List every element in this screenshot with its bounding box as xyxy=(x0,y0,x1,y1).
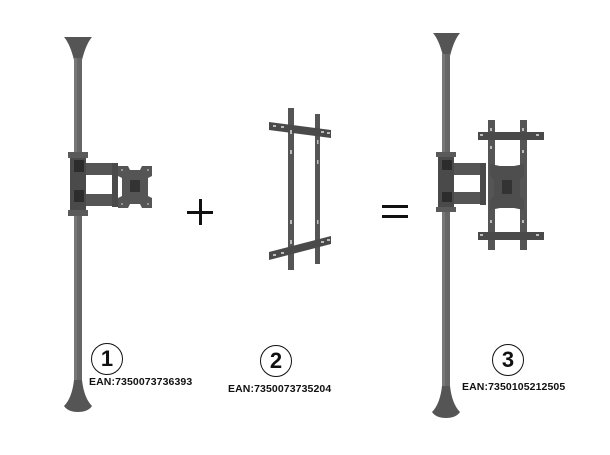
adapter-bracket-illustration xyxy=(269,108,331,270)
item-number: 2 xyxy=(269,348,283,373)
ean-code-2: EAN:7350073735204 xyxy=(228,383,332,395)
item-number-badge-2: 2 xyxy=(260,345,292,377)
ean-code-3: EAN:7350105212505 xyxy=(462,381,566,393)
product-3-combined-mount xyxy=(420,0,580,450)
combined-mount-illustration xyxy=(432,33,544,418)
product-1-pole-mount xyxy=(0,0,170,450)
product-2-adapter-bracket xyxy=(255,100,345,280)
ean-code-1: EAN:7350073736393 xyxy=(89,376,193,388)
equals-operator-icon xyxy=(382,204,408,220)
item-number: 1 xyxy=(100,346,114,371)
item-number-badge-1: 1 xyxy=(91,343,123,375)
plus-operator-icon xyxy=(187,199,213,225)
pole-with-arm-illustration xyxy=(64,37,152,412)
item-number: 3 xyxy=(501,347,515,372)
item-number-badge-3: 3 xyxy=(492,344,524,376)
